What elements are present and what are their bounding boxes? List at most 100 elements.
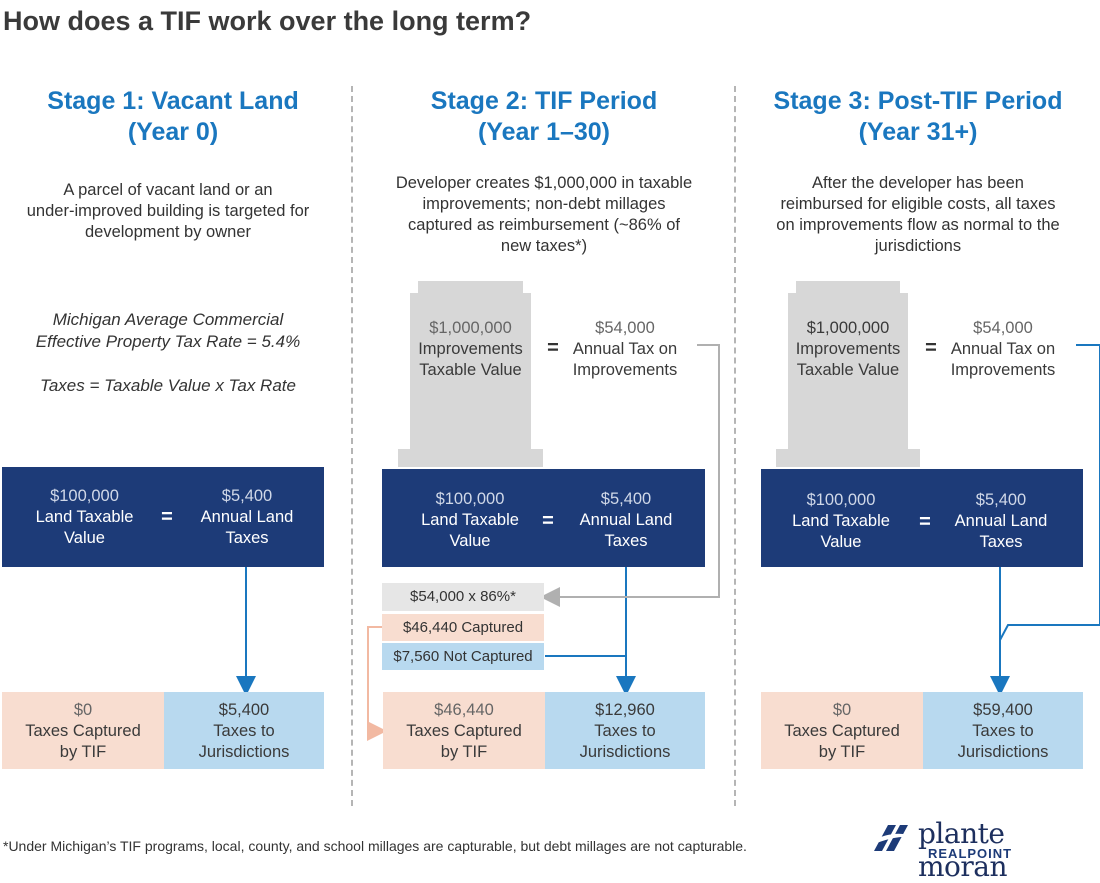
value-label: Annual Land bbox=[200, 508, 294, 526]
building-pillar-base bbox=[776, 449, 920, 467]
desc-line: reimbursed for eligible costs, all taxes bbox=[780, 195, 1056, 213]
building-pillar-cap bbox=[796, 281, 900, 293]
jurisdictions-label: Taxes to bbox=[594, 722, 656, 740]
stage-2-taxes-captured: $46,440 Taxes Captured by TIF bbox=[383, 692, 545, 769]
jurisdictions-amount: $59,400 bbox=[973, 701, 1033, 719]
value-label: Annual Tax on bbox=[950, 340, 1056, 358]
jurisdictions-label: Jurisdictions bbox=[198, 743, 290, 761]
stage-1-heading-line2: (Year 0) bbox=[127, 118, 219, 146]
equals-sign: = bbox=[919, 511, 931, 533]
value-label: Annual Land bbox=[579, 511, 673, 529]
annual-land-taxes: $5,400 Annual Land Taxes bbox=[921, 490, 1081, 553]
desc-line: captured as reimbursement (~86% of bbox=[408, 216, 680, 234]
value-label: Improvements bbox=[795, 340, 901, 358]
value-amount: $100,000 bbox=[50, 487, 119, 505]
desc-line: A parcel of vacant land or an bbox=[63, 181, 273, 199]
stage-2-heading-line2: (Year 1–30) bbox=[477, 118, 611, 146]
stage-3-heading: Stage 3: Post-TIF Period (Year 31+) bbox=[753, 86, 1083, 148]
stage-1-taxes-captured: $0 Taxes Captured by TIF bbox=[2, 692, 164, 769]
value-label: Land Taxable bbox=[35, 508, 134, 526]
annual-land-taxes: $5,400 Annual Land Taxes bbox=[546, 489, 706, 552]
captured-amount: $0 bbox=[73, 701, 93, 719]
desc-line: under-improved building is targeted for bbox=[26, 202, 310, 220]
flow-arrows bbox=[236, 344, 1100, 741]
capture-calculation: $54,000 x 86%* bbox=[382, 583, 544, 611]
stage-2-description: Developer creates $1,000,000 in taxable … bbox=[370, 173, 718, 257]
stage-3-description: After the developer has been reimbursed … bbox=[748, 173, 1088, 257]
desc-line: jurisdictions bbox=[874, 237, 962, 255]
desc-line: new taxes*) bbox=[500, 237, 588, 255]
stage-2-land-box: $100,000 Land Taxable Value = $5,400 Ann… bbox=[382, 469, 705, 567]
stage-3-land-box: $100,000 Land Taxable Value = $5,400 Ann… bbox=[761, 469, 1083, 567]
value-amount: $1,000,000 bbox=[429, 319, 512, 337]
value-label: Annual Land bbox=[954, 512, 1048, 530]
stage-1-tax-rate-note: Michigan Average Commercial Effective Pr… bbox=[0, 309, 336, 397]
stage-divider bbox=[734, 86, 736, 806]
italic-line: Effective Property Tax Rate = 5.4% bbox=[35, 332, 301, 351]
jurisdictions-amount: $12,960 bbox=[595, 701, 655, 719]
equals-sign: = bbox=[161, 506, 173, 528]
jurisdictions-amount: $5,400 bbox=[218, 701, 270, 719]
captured-label: by TIF bbox=[818, 743, 866, 761]
stage-1-heading-line1: Stage 1: Vacant Land bbox=[47, 87, 299, 115]
stage-divider bbox=[351, 86, 353, 806]
desc-line: development by owner bbox=[84, 223, 251, 241]
value-label: Land Taxable bbox=[421, 511, 519, 529]
jurisdictions-label: Taxes to bbox=[972, 722, 1034, 740]
stage-3-taxes-to-jurisdictions: $59,400 Taxes to Jurisdictions bbox=[923, 692, 1083, 769]
jurisdictions-label: Jurisdictions bbox=[579, 743, 671, 761]
value-label: Value bbox=[449, 532, 491, 550]
annual-tax-on-improvements: $54,000 Annual Tax on Improvements bbox=[564, 318, 686, 381]
stage-1-land-box: $100,000 Land Taxable Value = $5,400 Ann… bbox=[2, 467, 324, 567]
value-label: Improvements bbox=[950, 361, 1056, 379]
value-amount: $100,000 bbox=[806, 491, 876, 509]
value-label: Improvements bbox=[572, 361, 678, 379]
land-taxable-value: $100,000 Land Taxable Value bbox=[382, 489, 558, 552]
desc-line: After the developer has been bbox=[812, 174, 1024, 192]
captured-amount-box: $46,440 Captured bbox=[382, 614, 544, 641]
value-amount: $1,000,000 bbox=[806, 319, 890, 337]
value-label: Improvements bbox=[418, 340, 523, 358]
stage-3-heading-line2: (Year 31+) bbox=[858, 118, 978, 146]
equals-sign: = bbox=[925, 337, 937, 359]
captured-amount: $46,440 bbox=[434, 701, 494, 719]
equals-sign: = bbox=[542, 510, 554, 532]
value-label: Taxes bbox=[604, 532, 648, 550]
captured-label: by TIF bbox=[440, 743, 488, 761]
building-pillar-base bbox=[398, 449, 543, 467]
value-label: Taxable Value bbox=[419, 361, 522, 379]
stage-3-taxes-captured: $0 Taxes Captured by TIF bbox=[761, 692, 923, 769]
value-label: Land Taxable bbox=[792, 512, 890, 530]
stage-1-heading: Stage 1: Vacant Land (Year 0) bbox=[8, 86, 338, 148]
jurisdictions-label: Taxes to bbox=[213, 722, 275, 740]
value-label: Annual Tax on bbox=[572, 340, 678, 358]
building-pillar-cap bbox=[418, 281, 523, 293]
value-amount: $5,400 bbox=[600, 490, 652, 508]
value-amount: $54,000 bbox=[973, 319, 1033, 337]
desc-line: Developer creates $1,000,000 in taxable bbox=[395, 174, 693, 192]
equals-sign: = bbox=[547, 337, 559, 359]
land-taxable-value: $100,000 Land Taxable Value bbox=[2, 486, 167, 549]
italic-line: Taxes = Taxable Value x Tax Rate bbox=[40, 376, 296, 395]
page-title: How does a TIF work over the long term? bbox=[3, 6, 532, 36]
captured-label: Taxes Captured bbox=[25, 722, 141, 740]
footnote: *Under Michigan’s TIF programs, local, c… bbox=[3, 838, 747, 854]
desc-line: improvements; non-debt millages bbox=[422, 195, 666, 213]
value-amount: $5,400 bbox=[975, 491, 1027, 509]
captured-label: by TIF bbox=[59, 743, 107, 761]
not-captured-amount-box: $7,560 Not Captured bbox=[382, 643, 544, 670]
value-label: Value bbox=[64, 529, 105, 547]
annual-land-taxes: $5,400 Annual Land Taxes bbox=[167, 486, 327, 549]
stage-1-description: A parcel of vacant land or an under-impr… bbox=[0, 180, 336, 243]
arrow-improvement-tax-to-calc bbox=[540, 344, 720, 607]
stage-2-heading: Stage 2: TIF Period (Year 1–30) bbox=[379, 86, 709, 148]
stage-2-heading-line1: Stage 2: TIF Period bbox=[430, 87, 658, 115]
desc-line: on improvements flow as normal to the bbox=[776, 216, 1060, 234]
value-label: Taxable Value bbox=[796, 361, 900, 379]
captured-label: Taxes Captured bbox=[784, 722, 900, 740]
building-pillar bbox=[788, 293, 908, 449]
building-pillar bbox=[410, 293, 531, 449]
value-label: Value bbox=[820, 533, 862, 551]
logo-subtitle: REALPOINT bbox=[928, 846, 1013, 861]
captured-label: Taxes Captured bbox=[406, 722, 522, 740]
